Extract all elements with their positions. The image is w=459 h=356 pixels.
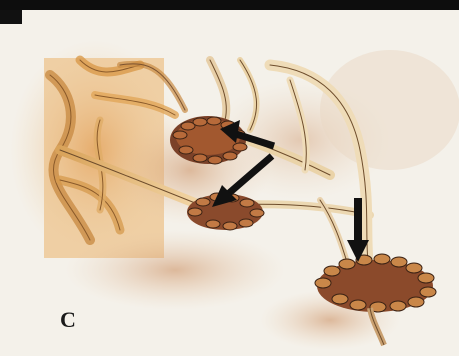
panel-label: C xyxy=(60,309,76,331)
